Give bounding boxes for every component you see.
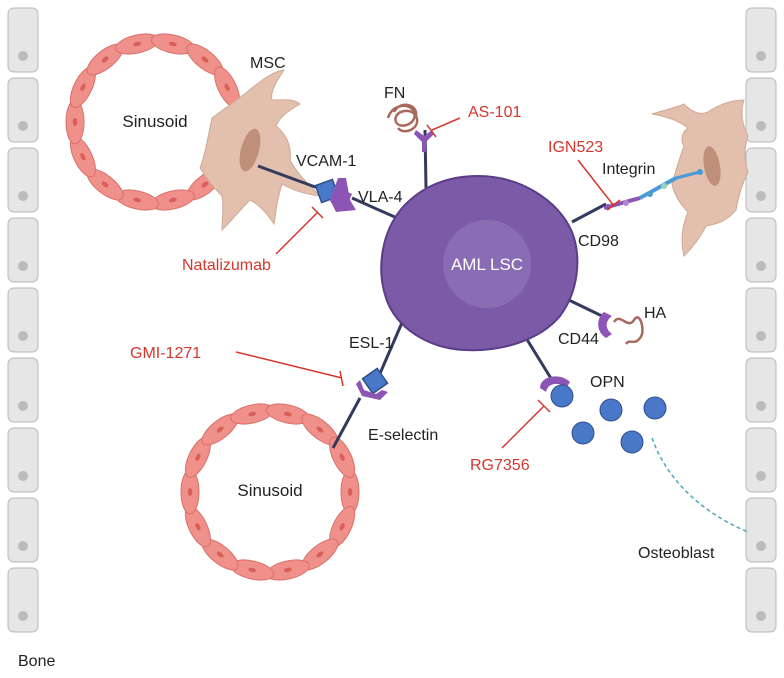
endothelial-cell [230,559,275,581]
cd44-label: CD44 [558,331,599,348]
msc-label: MSC [250,55,286,72]
cd44-receptor [598,312,612,338]
cd98-label: CD98 [578,233,619,250]
opn-circle [620,430,644,454]
bone-cell [7,287,39,353]
opn-circle [643,396,667,420]
right-stromal-nucleus [703,146,721,186]
e-selectin-label: E-selectin [368,427,438,444]
bone-cell [7,217,39,283]
bone-cell [7,497,39,563]
opn-molecules [550,384,667,454]
bone-cell [7,147,39,213]
aml-lsc-nucleus [443,220,531,308]
bone-cell [745,147,777,213]
bone-column-right [745,7,777,633]
bone-cell [7,7,39,73]
opn-receptor [540,376,570,392]
aml-lsc-label: AML LSC [451,255,523,274]
bone-cell [745,287,777,353]
ha-label: HA [644,305,667,322]
sinusoid-top-label: Sinusoid [122,112,187,131]
vcam1-label: VCAM-1 [296,153,357,170]
bone-cell [745,217,777,283]
endothelial-cell [329,436,356,478]
drug-ign523: IGN523 [548,139,603,156]
bone-cell [745,427,777,493]
ha-squiggle [612,316,644,345]
opn-label: OPN [590,374,625,391]
integrin-chain [603,169,703,210]
right-stromal-cell [651,99,749,257]
vla4-cup [330,178,356,212]
endothelial-cell [301,538,339,571]
drug-natalizumab: Natalizumab [182,257,271,274]
endothelial-cell [150,189,195,211]
bone-cell [745,497,777,563]
bone-cell [745,7,777,73]
sinusoid-bottom-label: Sinusoid [237,481,302,500]
fn-coil [386,103,419,133]
integrin-label: Integrin [602,161,655,178]
msc-cell [199,69,322,232]
bone-cell [7,427,39,493]
sinusoid-bottom-vessel [180,403,360,581]
drug-gmi1271: GMI-1271 [130,345,201,362]
opn-circle [599,398,623,422]
bone-cell [7,77,39,143]
osteoblast-label: Osteoblast [638,545,715,562]
esl1-receptor [361,367,389,395]
bone-cell [745,567,777,633]
e-selectin-cup [356,380,388,400]
bone-cell [745,357,777,423]
opn-circle [550,384,574,408]
bone-cell [745,77,777,143]
bone-cell [7,567,39,633]
inhibitor-lines [235,117,621,449]
fn-label: FN [384,85,405,102]
bone-cell [7,357,39,423]
bone-label: Bone [18,653,55,670]
msc-nucleus [239,128,261,172]
drug-as101: AS-101 [468,104,521,121]
fn-receptor [414,130,434,152]
drug-rg7356: RG7356 [470,457,530,474]
vla4-label: VLA-4 [358,189,403,206]
opn-circle [571,421,595,445]
osteoblast-pointer [651,437,749,533]
bone-column-left [7,7,39,633]
esl1-label: ESL-1 [349,335,394,352]
